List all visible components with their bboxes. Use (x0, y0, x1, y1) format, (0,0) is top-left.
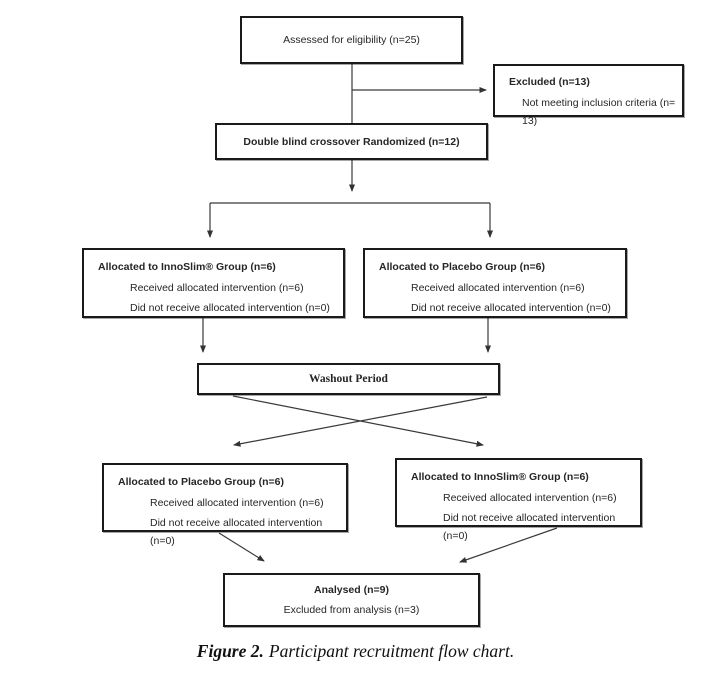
phase2-left-received: Received allocated intervention (n=6) (150, 497, 324, 509)
arrow-crossover-right-to-left (233, 396, 488, 447)
washout-text: Washout Period (309, 373, 388, 385)
excluded-box: Excluded (n=13) Not meeting inclusion cr… (493, 64, 684, 127)
phase2-left-title: Allocated to Placebo Group (n=6) (118, 476, 284, 488)
phase1-right-not-received: Did not receive allocated intervention (… (411, 302, 611, 314)
phase1-left-not-received: Did not receive allocated intervention (… (130, 302, 330, 314)
phase1-left-title: Allocated to InnoSlim® Group (n=6) (98, 261, 276, 273)
phase2-right-received: Received allocated intervention (n=6) (443, 492, 617, 504)
washout-box: Washout Period (197, 363, 500, 395)
phase1-left-received: Received allocated intervention (n=6) (130, 282, 304, 294)
excluded-reason: Not meeting inclusion criteria (n= 13) (522, 97, 676, 127)
assessed-box: Assessed for eligibility (n=25) (240, 16, 463, 64)
phase1-innoslim-box: Allocated to InnoSlim® Group (n=6) Recei… (82, 248, 345, 318)
randomized-text: Double blind crossover Randomized (n=12) (243, 135, 460, 148)
phase1-right-title: Allocated to Placebo Group (n=6) (379, 261, 545, 273)
analysed-title: Analysed (n=9) (314, 584, 389, 596)
arrow-crossover-left-to-right (232, 395, 484, 447)
analysed-box: Analysed (n=9) Excluded from analysis (n… (223, 573, 480, 627)
phase1-right-received: Received allocated intervention (n=6) (411, 282, 585, 294)
figure-caption-text: Participant recruitment flow chart. (268, 641, 515, 661)
phase2-right-not-received: Did not receive allocated intervention (… (443, 512, 616, 542)
phase2-placebo-box: Allocated to Placebo Group (n=6) Receive… (102, 463, 348, 547)
analysed-subtitle: Excluded from analysis (n=3) (283, 604, 420, 616)
phase1-placebo-box: Allocated to Placebo Group (n=6) Receive… (363, 248, 627, 318)
phase2-innoslim-box: Allocated to InnoSlim® Group (n=6) Recei… (395, 458, 642, 542)
randomized-box: Double blind crossover Randomized (n=12) (215, 123, 488, 160)
phase2-right-title: Allocated to InnoSlim® Group (n=6) (411, 471, 589, 483)
figure-caption: Figure 2.Participant recruitment flow ch… (0, 641, 711, 662)
phase2-left-not-received: Did not receive allocated intervention (… (150, 517, 323, 547)
excluded-title: Excluded (n=13) (509, 76, 590, 88)
figure-caption-label: Figure 2. (196, 641, 264, 661)
assessed-text: Assessed for eligibility (n=25) (283, 34, 420, 46)
